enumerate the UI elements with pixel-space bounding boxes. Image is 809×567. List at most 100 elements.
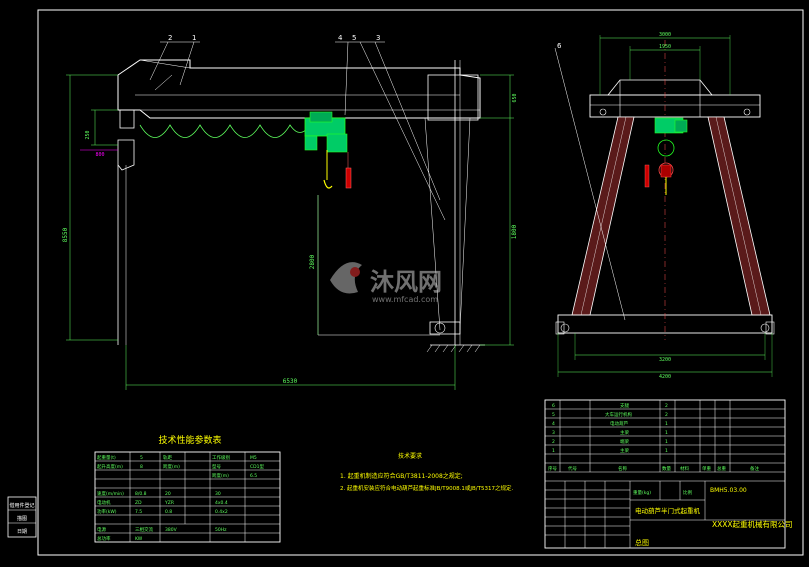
company-name: XXXX起重机械有限公司 [712,519,793,529]
param-cell: 8 [140,464,143,470]
part-number: 4 [338,34,343,42]
dim-left-tiny: 800 [95,152,104,158]
bom-cell: 1 [665,439,668,445]
part-number: 6 [557,42,562,50]
param-cell: 总功率 [97,535,111,542]
bom-cell: 大车运行机构 [605,411,632,418]
param-cell: 轨距 [163,454,172,461]
drawing-name: 电动葫芦半门式起重机 [635,506,701,515]
bom-cell: 6 [552,403,555,409]
electric-hoist-end [644,117,688,195]
tech-req-title: 技术要求 [398,452,422,460]
bom-cell: 主梁 [620,447,629,454]
dim-right: 1800 [511,224,518,239]
part-number: 2 [168,34,172,42]
bom-cell: 1 [552,448,555,454]
bom-header: 备注 [750,465,759,472]
bom-cell: 端梁 [620,438,629,445]
part-number: 1 [192,34,196,42]
param-cell: 电动机 [97,499,111,506]
param-cell: 电源 [97,526,106,533]
bom-cell: 2 [665,403,668,409]
param-cell: 5 [140,455,143,461]
param-cell: 380V [165,527,178,533]
margin-label: 日期 [17,529,27,535]
param-cell: 30 [215,491,221,497]
part-number: 5 [352,34,356,42]
param-cell: YZR [164,500,174,506]
param-cell: 速度(m/min) [97,490,124,497]
tech-req-line: 1. 起重机制造应符合GB/T3811-2008之规定; [340,472,463,480]
margin-box [7,496,37,538]
bom-cell: 支腿 [620,402,629,409]
end-view: 3000 1950 3200 4200 6 [554,32,775,380]
bom-header: 材料 [680,465,689,472]
margin-label: 借用件登记 [9,502,34,509]
param-cell: 4x0.4 [215,500,228,506]
dim-base-outer: 4200 [659,374,671,380]
bom-cell: 5 [552,412,555,418]
dim-left-small: 250 [85,130,91,139]
bom-header: 总重 [717,465,726,472]
param-cell: 20 [165,491,171,497]
bom-cell: 主梁 [620,429,629,436]
tech-requirements: 技术要求 1. 起重机制造应符合GB/T3811-2008之规定; 2. 起重机… [340,452,513,492]
param-cell: CD1型 [250,463,264,470]
dim-top: 650 [512,93,518,102]
param-cell: 7.5 [135,509,142,515]
sheet-border [37,9,804,556]
part-number: 3 [376,34,380,42]
drawing-sub: 总图 [635,538,649,547]
bom-cell: 3 [552,430,555,436]
weight-label: 重量(kg) [633,489,651,496]
scale-label: 比例 [683,489,692,496]
watermark-brand: 沐风网 [370,268,442,296]
param-cell: 50Hz [215,527,227,533]
bom-cell: 2 [552,439,555,445]
bom-cell: 2 [665,412,668,418]
param-cell: 8/0.8 [135,491,147,497]
tech-req-line: 2. 起重机安装应符合电动葫芦起重标准JB/T9008.1或JB/T5317之规… [340,484,513,492]
param-cell: 三相交流 [135,526,153,533]
tech-params-title: 技术性能参数表 [158,434,221,446]
param-cell: M5 [250,455,257,461]
param-cell: 起升高度(m) [97,463,123,470]
param-cell: 功率(kW) [97,508,117,515]
param-cell: 型号 [212,463,221,470]
dim-top-outer: 3000 [659,32,671,38]
tech-params-table: 技术性能参数表 起重量(t) 5 轨距 工作级别 M5 起升高度(m) 8 跨度… [94,434,281,543]
dim-top-inner: 1950 [659,44,671,50]
bom-header: 代号 [568,465,577,472]
bom-header: 名称 [618,465,627,472]
bom-cell: 4 [552,421,555,427]
dim-lift: 2800 [309,254,316,269]
param-cell: ZD [135,500,142,506]
electric-hoist-side [304,111,352,189]
dim-base-inner: 3200 [659,357,671,363]
dim-height: 8550 [62,227,69,242]
bom-header: 数量 [662,465,671,472]
watermark-logo [330,262,362,294]
side-view: 6530 8550 250 800 650 1800 2800 2 1 4 5 … [62,34,518,390]
bom-cell: 1 [665,430,668,436]
param-cell: 6.5 [250,473,257,479]
param-cell: 0.8 [165,509,172,515]
watermark-url: www.mfcad.com [372,295,438,304]
bom-cell: 电动葫芦 [610,420,628,427]
bom-cell: 1 [665,448,668,454]
param-cell: 跨度(m) [163,463,180,470]
param-cell: KW [135,536,143,542]
dim-span: 6530 [283,378,298,385]
watermark: 沐风网 www.mfcad.com [330,262,442,304]
param-cell: 起重量(t) [97,454,116,461]
param-cell: 工作级别 [212,454,230,461]
param-cell: 跨度(m) [212,472,229,479]
bom-header: 序号 [548,465,557,472]
param-cell: 0.4x2 [215,509,228,515]
margin-label: 描图 [17,515,27,522]
bom-header: 单重 [702,465,711,472]
drawing-number: BMH5.03.00 [710,487,747,494]
title-block: 6 支腿 2 5 大车运行机构 2 4 电动葫芦 1 3 主梁 1 2 端梁 1… [544,399,793,549]
